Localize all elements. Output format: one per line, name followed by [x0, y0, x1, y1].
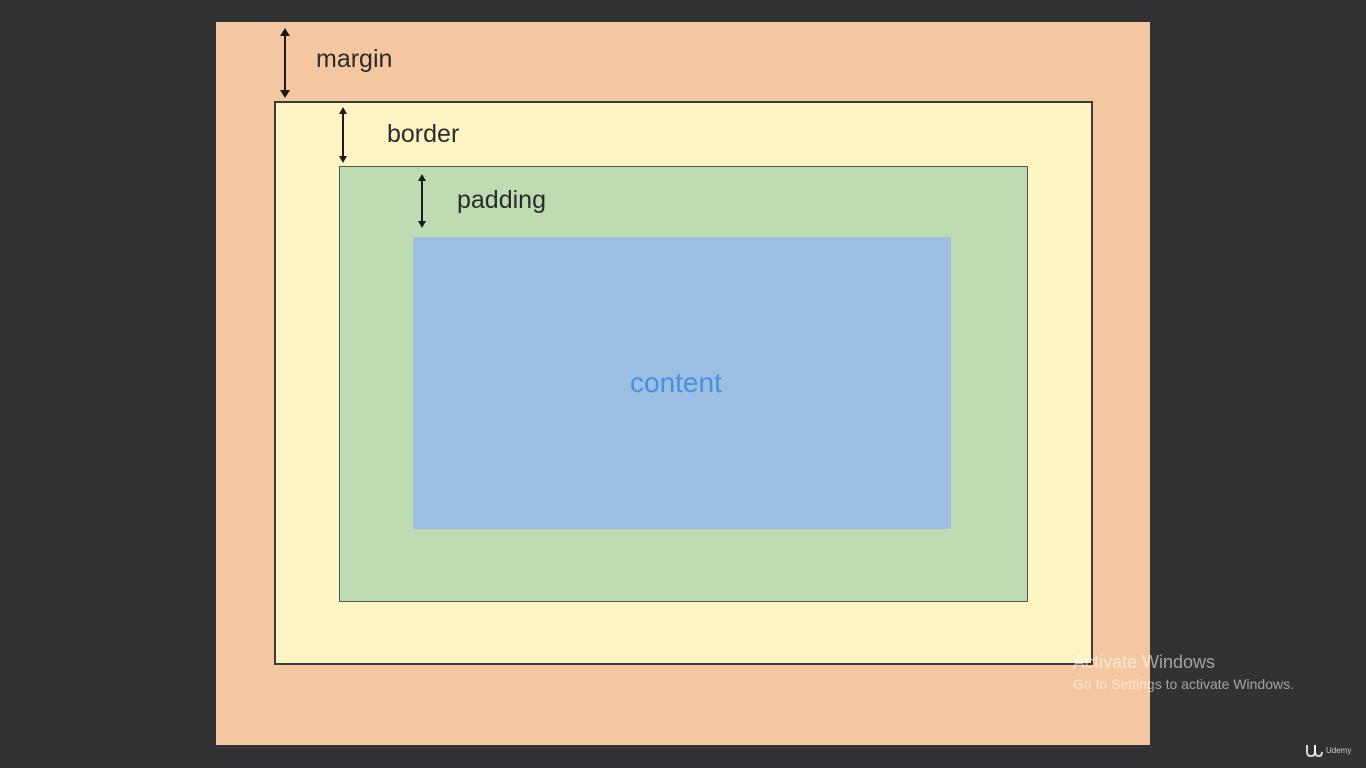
windows-activation-watermark: Activate Windows Go to Settings to activ…: [1073, 652, 1294, 696]
udemy-logo-icon: [1306, 745, 1323, 757]
content-area: [413, 237, 951, 529]
activation-subtitle: Go to Settings to activate Windows.: [1073, 676, 1294, 692]
margin-label: margin: [316, 45, 393, 73]
border-double-arrow-icon: [339, 107, 347, 163]
brand-text: Udemy: [1326, 745, 1352, 755]
border-label: border: [387, 120, 460, 148]
margin-double-arrow-icon: [280, 28, 290, 98]
content-label: content: [630, 367, 722, 398]
padding-double-arrow-icon: [418, 174, 426, 228]
udemy-watermark: Udemy: [1305, 743, 1351, 757]
padding-label: padding: [457, 186, 546, 214]
activation-title: Activate Windows: [1073, 652, 1216, 672]
